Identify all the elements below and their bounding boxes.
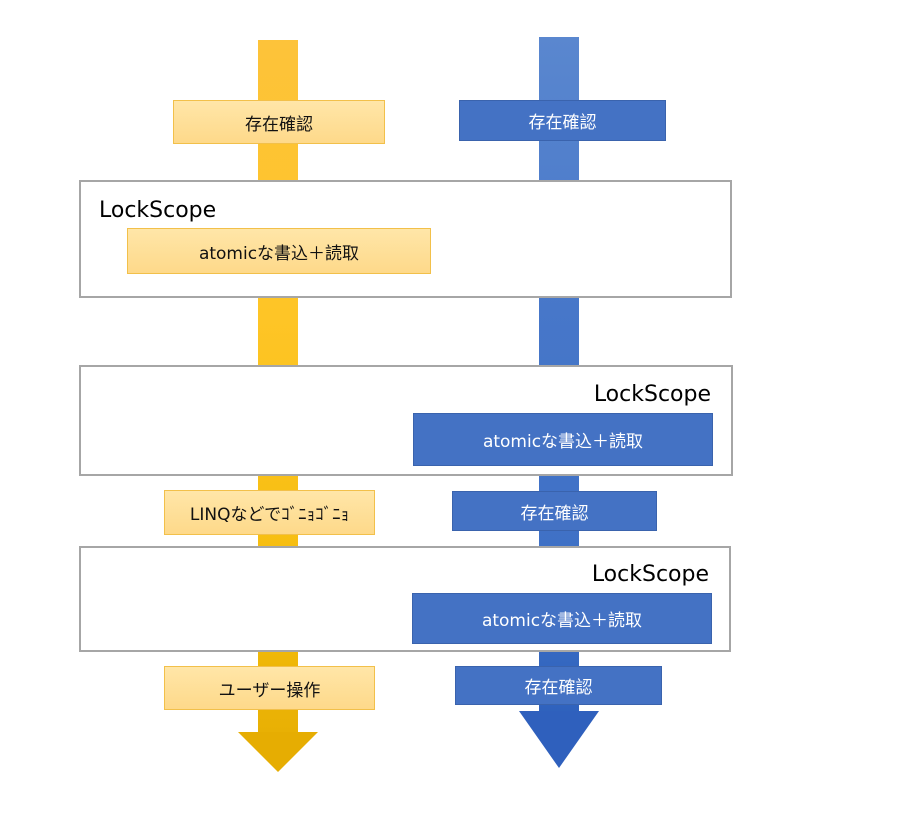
right-existence-check-label-2: 存在確認: [520, 503, 589, 524]
lock-scope-2-operation-box: atomicな書込＋読取: [413, 413, 713, 466]
lock-scope-2-operation-label: atomicな書込＋読取: [482, 432, 644, 452]
right-flow-arrowhead: [519, 711, 599, 768]
left-user-operation-label: ユーザー操作: [218, 680, 321, 701]
lock-scope-3-operation-box: atomicな書込＋読取: [412, 593, 712, 644]
left-linq-box: LINQなどでｺﾞﾆｮｺﾞﾆｮ: [164, 490, 375, 535]
right-existence-check-box-3: 存在確認: [455, 666, 662, 705]
lock-scope-1-operation-label: atomicな書込＋読取: [198, 243, 360, 264]
left-user-operation-box: ユーザー操作: [164, 666, 375, 710]
left-flow-arrowhead: [238, 732, 318, 772]
right-existence-check-box-2: 存在確認: [452, 491, 657, 531]
lock-scope-label-1: LockScope: [99, 198, 217, 223]
left-existence-check-label: 存在確認: [245, 114, 313, 135]
left-existence-check-box: 存在確認: [173, 100, 385, 144]
lock-scope-label-3: LockScope: [591, 562, 709, 587]
lock-scope-3-operation-label: atomicな書込＋読取: [481, 611, 643, 631]
left-linq-label: LINQなどでｺﾞﾆｮｺﾞﾆｮ: [189, 505, 350, 525]
right-existence-check-label-1: 存在確認: [528, 113, 597, 133]
right-existence-check-box-1: 存在確認: [459, 100, 666, 141]
lock-scope-1-operation-box: atomicな書込＋読取: [127, 228, 431, 274]
right-existence-check-label-3: 存在確認: [524, 678, 593, 698]
lock-scope-label-2: LockScope: [593, 382, 711, 407]
